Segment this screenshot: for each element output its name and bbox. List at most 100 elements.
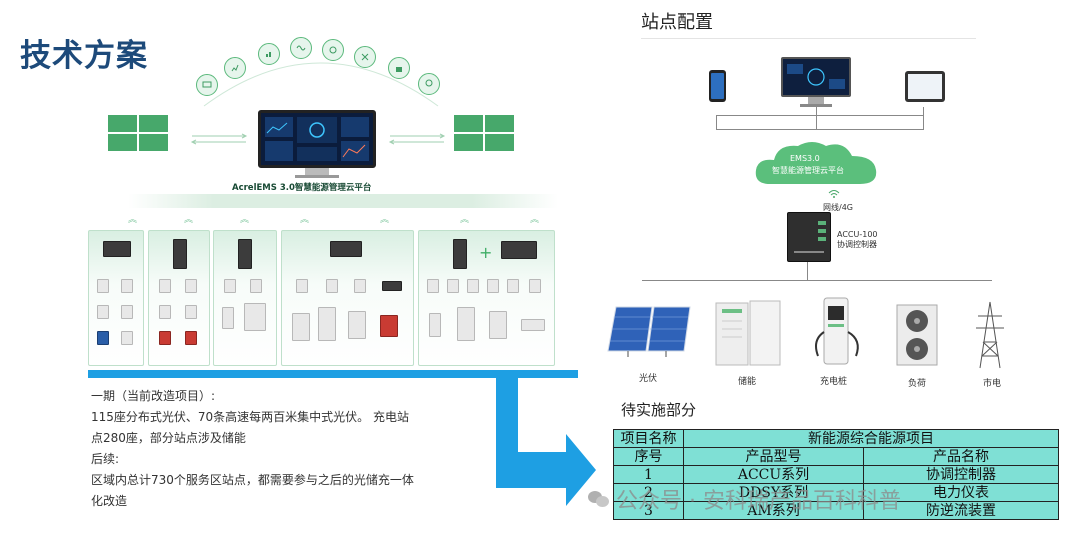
function-arc — [203, 62, 439, 107]
equipment-label: 负荷 — [908, 379, 927, 389]
phase-line: 化改造 — [91, 494, 128, 508]
platform-dashboard-screen — [258, 110, 376, 168]
connector-line — [716, 115, 717, 129]
table-row: 序号 产品型号 产品名称 — [613, 447, 1059, 466]
report-icon — [224, 57, 246, 79]
tablet-icon — [905, 71, 945, 102]
row-no: 1 — [613, 465, 684, 484]
phase-description: 一期（当前改造项目）: 115座分布式光伏、70条高速每两百米集中式光伏。 充电… — [91, 386, 414, 512]
table-row: 2 DDSY系列 电力仪表 — [613, 483, 1059, 502]
analysis-icon — [258, 43, 280, 65]
monitor-base — [295, 175, 339, 178]
monitor-stand — [305, 168, 329, 176]
project-name-label: 项目名称 — [613, 429, 684, 448]
project-table: 项目名称 新能源综合能源项目 序号 产品型号 产品名称 1 ACCU系列 协调控… — [613, 429, 1059, 520]
connector-line — [716, 129, 924, 130]
cabinet-icon — [453, 239, 467, 269]
plus-icon: + — [479, 243, 493, 262]
equipment-label: 光伏 — [639, 374, 658, 384]
column-header-product: 产品名称 — [863, 447, 1059, 466]
table-row: 项目名称 新能源综合能源项目 — [613, 429, 1059, 448]
table-row: 1 ACCU系列 协调控制器 — [613, 465, 1059, 484]
ac-unit-icon — [896, 304, 938, 366]
display-device-icon — [330, 241, 362, 257]
display-device-icon — [103, 241, 131, 257]
monitor-stand — [808, 97, 824, 105]
bus-line — [642, 280, 992, 281]
connector-line — [923, 107, 924, 129]
wechat-icon — [588, 489, 610, 509]
right-platform-icon — [454, 115, 514, 151]
up-arrow-icon: ︽ — [380, 215, 390, 225]
row-product: 协调控制器 — [863, 465, 1059, 484]
solar-panel-icon — [607, 306, 691, 357]
up-arrow-icon: ︽ — [460, 215, 470, 225]
cabinet-icon — [173, 239, 187, 269]
phase-heading: 一期（当前改造项目）: — [91, 389, 216, 403]
controller-device-icon — [787, 212, 831, 262]
connector-line — [716, 115, 924, 116]
module-block — [88, 230, 144, 366]
connector-line — [807, 262, 808, 280]
page-title: 技术方案 — [20, 38, 148, 74]
platform-bar — [128, 194, 558, 208]
right-exchange-arrow-icon — [388, 133, 446, 145]
equipment-label: 充电桩 — [820, 377, 848, 387]
up-arrow-icon: ︽ — [240, 215, 250, 225]
wave-icon — [290, 37, 312, 59]
row-model: AM系列 — [683, 501, 864, 520]
module-block — [213, 230, 277, 366]
watermark-text: 公众号 · 安科瑞产品百科科普 — [616, 489, 901, 514]
big-arrow-icon — [496, 378, 596, 506]
up-arrow-icon: ︽ — [300, 215, 310, 225]
row-model: ACCU系列 — [683, 465, 864, 484]
module-block — [281, 230, 414, 366]
column-header-model: 产品型号 — [683, 447, 864, 466]
controller-name: 协调控制器 — [837, 240, 877, 249]
ev-charger-icon — [815, 297, 859, 365]
phone-icon — [709, 70, 726, 102]
left-platform-icon — [108, 115, 168, 151]
row-product: 防逆流装置 — [863, 501, 1059, 520]
title-divider — [641, 38, 976, 39]
tools-icon — [354, 46, 376, 68]
module-block: + — [418, 230, 555, 366]
left-exchange-arrow-icon — [190, 133, 248, 145]
controller-model: ACCU-100 — [837, 230, 878, 239]
phase-line: 区域内总计730个服务区站点，都需要参与之后的光储充一体 — [91, 473, 414, 487]
table-row: 3 AM系列 防逆流装置 — [613, 501, 1059, 520]
cyan-bar — [88, 370, 578, 378]
row-product: 电力仪表 — [863, 483, 1059, 502]
cloud-label-line2: 智慧能源管理云平台 — [772, 166, 844, 175]
platform-name: AcrelEMS 3.0智慧能源管理云平台 — [232, 183, 372, 193]
monitor-base — [800, 104, 832, 107]
battery-cabinet-icon — [715, 300, 781, 366]
cabinet-icon — [238, 239, 252, 269]
row-model: DDSY系列 — [683, 483, 864, 502]
connector-line — [816, 107, 817, 129]
pending-title: 待实施部分 — [621, 401, 697, 419]
phase-line: 点280座，部分站点涉及储能 — [91, 431, 246, 445]
station-title: 站点配置 — [641, 12, 713, 33]
wifi-icon — [828, 190, 840, 198]
network-label: 网线/4G — [823, 203, 853, 212]
module-block — [148, 230, 210, 366]
cloud-icon — [755, 142, 877, 184]
desktop-monitor-icon — [781, 57, 851, 97]
up-arrow-icon: ︽ — [530, 215, 540, 225]
controller-label: ACCU-100 协调控制器 — [837, 230, 878, 250]
bulb-icon — [418, 73, 440, 95]
power-tower-icon — [976, 301, 1004, 369]
column-header-no: 序号 — [613, 447, 684, 466]
watermark: 公众号 · 安科瑞产品百科科普 — [588, 483, 901, 515]
up-arrow-icon: ︽ — [184, 215, 194, 225]
cloud-label-line1: EMS3.0 — [790, 154, 820, 163]
followup-heading: 后续: — [91, 452, 120, 466]
equipment-label: 市电 — [983, 379, 1002, 389]
project-name-value: 新能源综合能源项目 — [683, 429, 1059, 448]
monitor-icon — [196, 74, 218, 96]
up-arrow-icon: ︽ — [128, 215, 138, 225]
gear-icon — [322, 39, 344, 61]
phase-line: 115座分布式光伏、70条高速每两百米集中式光伏。 充电站 — [91, 410, 409, 424]
lock-icon — [388, 57, 410, 79]
